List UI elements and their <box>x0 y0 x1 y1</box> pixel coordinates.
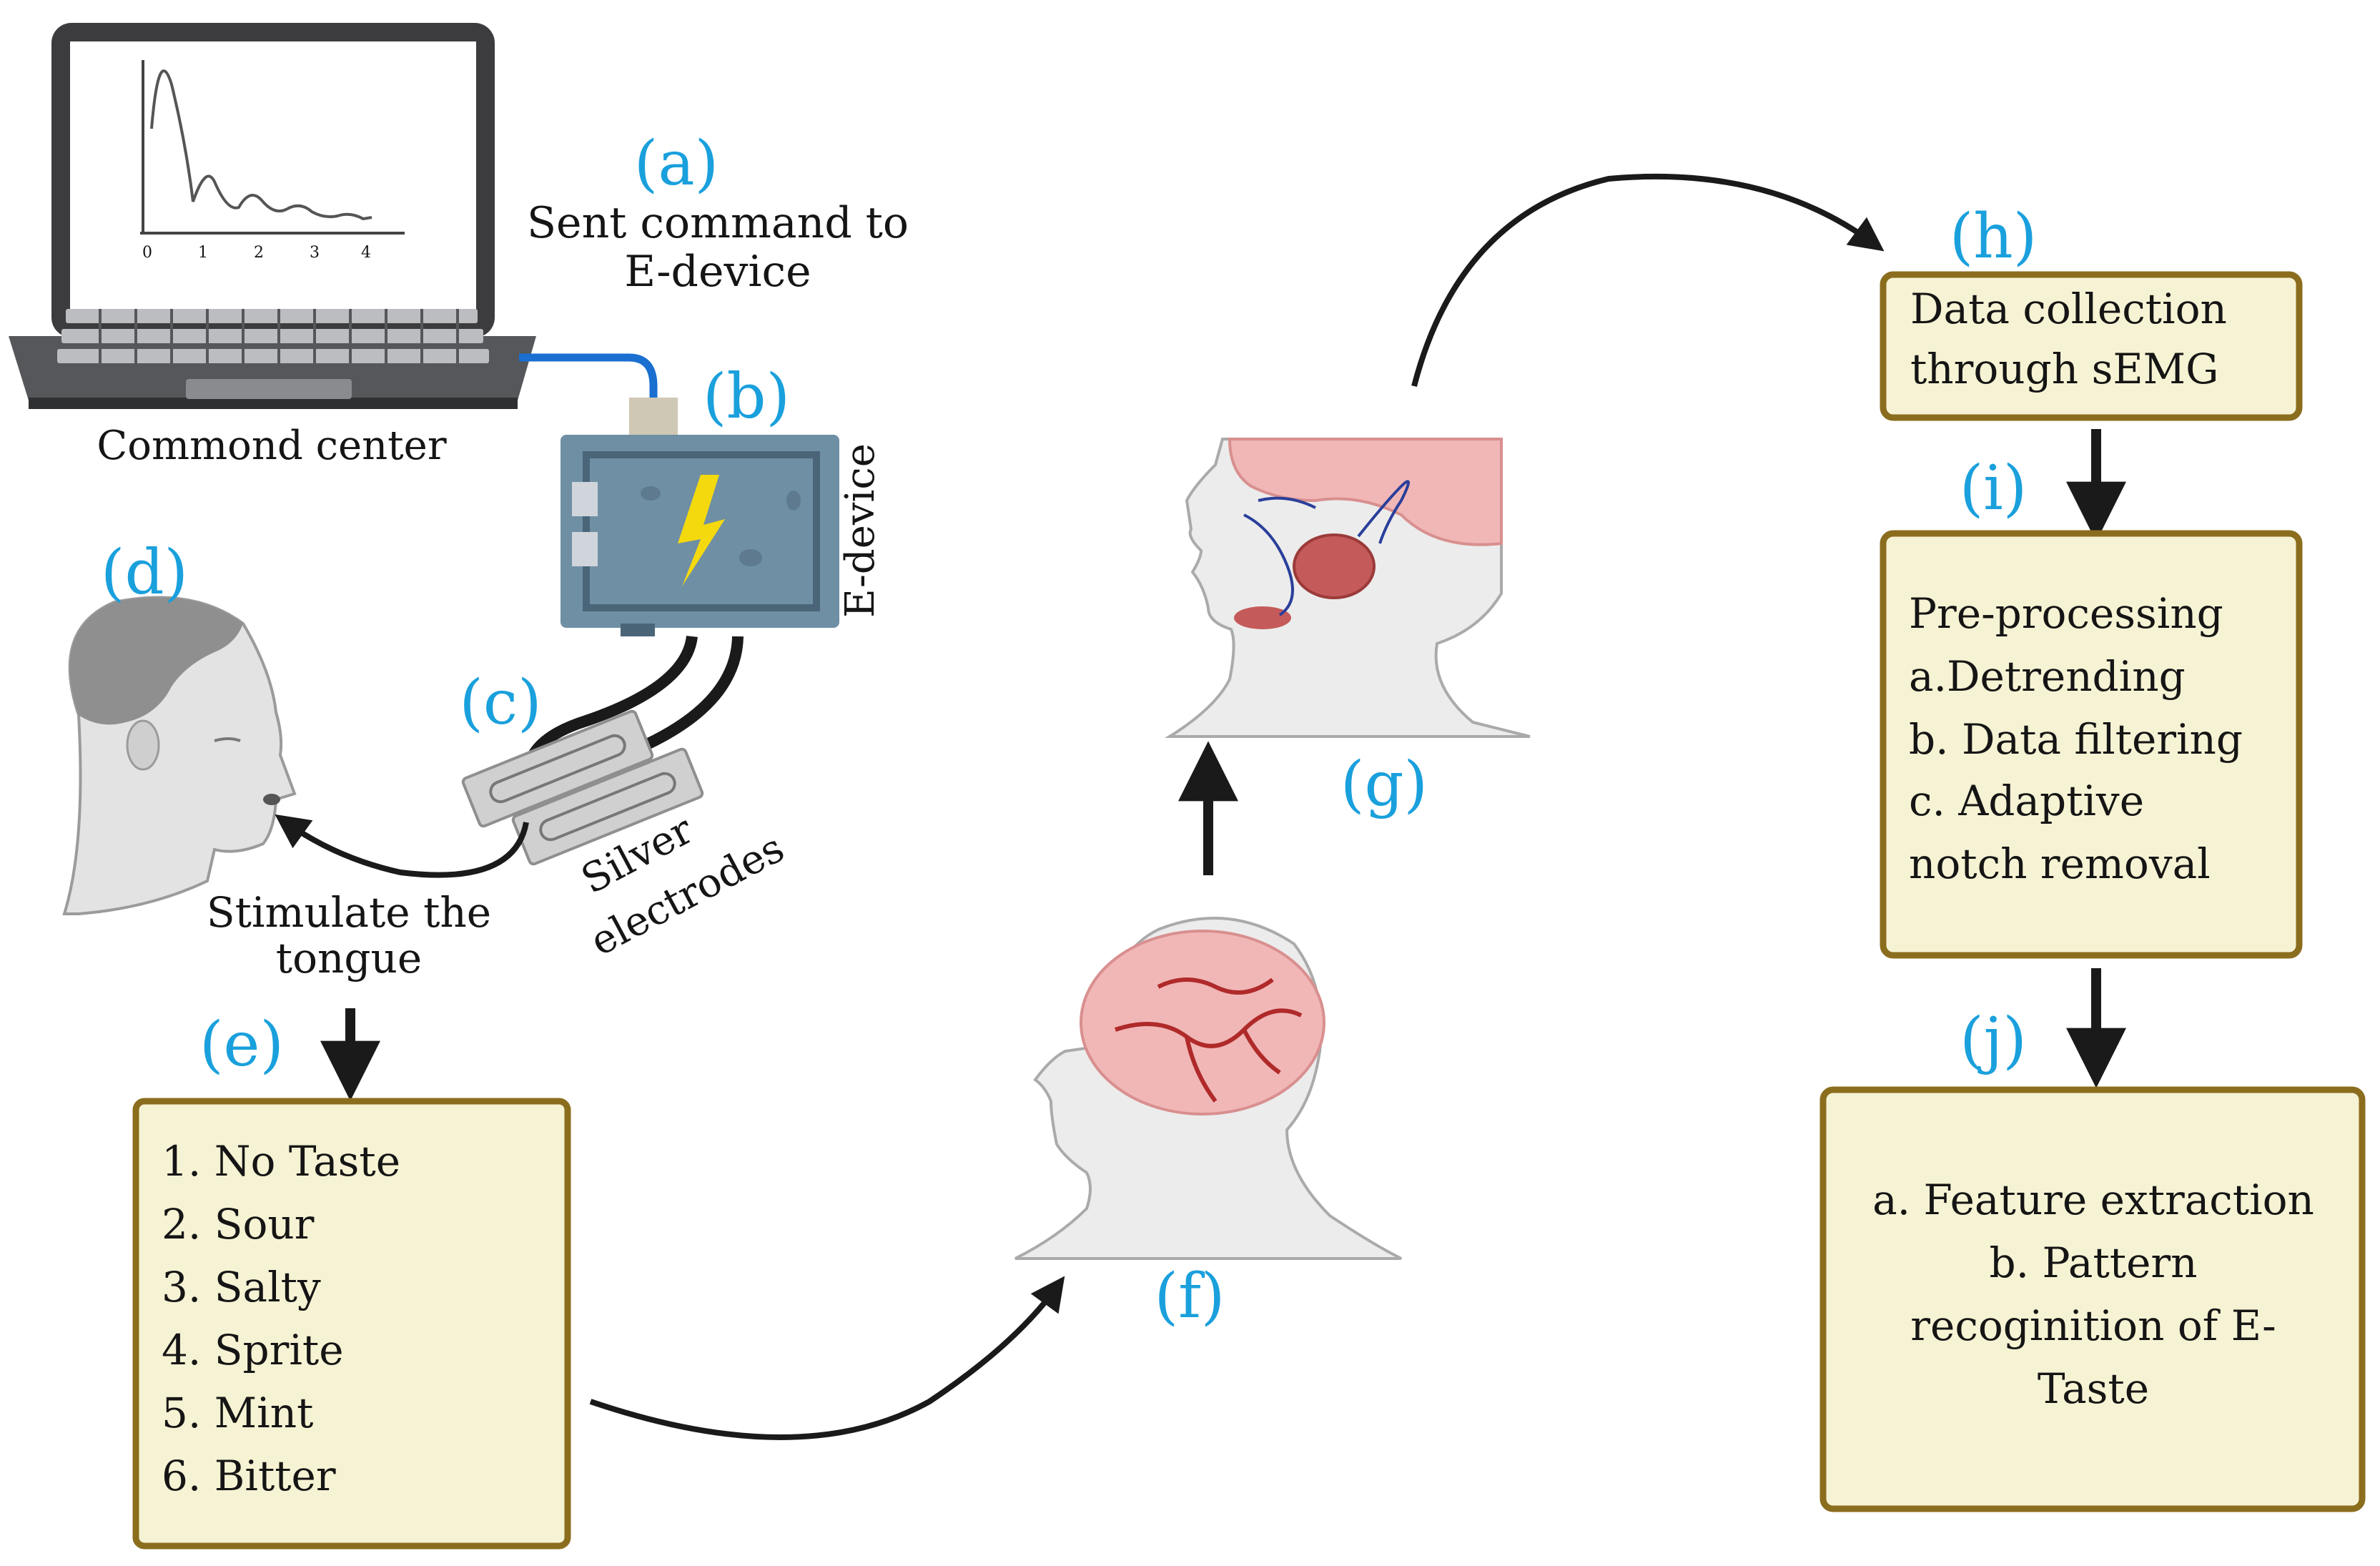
label-h: (h) <box>1950 201 2038 272</box>
e-device-label: E-device <box>837 443 884 618</box>
extraction-line-2: b. Pattern <box>1989 1238 2197 1287</box>
usb-cable <box>519 353 658 400</box>
preprocessing-line-5: notch removal <box>1909 839 2211 888</box>
label-f: (f) <box>1155 1261 1225 1332</box>
preprocessing-line-3: b. Data filtering <box>1909 715 2243 764</box>
taste-item-4: 4. Sprite <box>162 1326 344 1374</box>
preprocessing-line-1: Pre-processing <box>1909 589 2223 638</box>
label-b: (b) <box>703 361 790 433</box>
extraction-line-1: a. Feature extraction <box>1872 1176 2314 1224</box>
taste-item-2: 2. Sour <box>162 1200 315 1249</box>
extraction-line-4: Taste <box>2038 1364 2149 1413</box>
plot-tick-0: 0 <box>142 244 152 262</box>
command-line-1: Sent command to <box>527 198 909 248</box>
taste-item-5: 5. Mint <box>162 1389 313 1437</box>
tastes-box <box>132 1098 571 1550</box>
label-g: (g) <box>1340 749 1428 820</box>
preprocessing-box <box>1880 530 2303 959</box>
plot-tick-1: 1 <box>198 244 208 262</box>
preprocessing-line-2: a.Detrending <box>1909 652 2186 701</box>
stimulate-arrow <box>275 814 529 878</box>
plot-tick-4: 4 <box>361 244 371 262</box>
lightning-bolt-icon <box>678 475 725 586</box>
laptop-caption: Commond center <box>97 423 446 469</box>
brain-head-icon <box>1014 917 1402 1260</box>
feature-extraction-box <box>1819 1086 2366 1512</box>
taste-item-3: 3. Salty <box>162 1263 321 1311</box>
human-head-icon <box>62 596 297 915</box>
label-j: (j) <box>1960 1005 2027 1076</box>
preprocessing-line-4: c. Adaptive <box>1909 777 2144 825</box>
face-anatomy-icon <box>1165 438 1531 738</box>
taste-item-1: 1. No Taste <box>162 1137 400 1186</box>
arrow-tastes-to-brain <box>589 1276 1065 1440</box>
laptop-icon: 0 1 2 3 4 <box>9 23 536 409</box>
e-device-icon <box>561 398 839 636</box>
label-a: (a) <box>634 128 719 200</box>
plot-tick-3: 3 <box>310 244 320 262</box>
plot-tick-2: 2 <box>254 244 264 262</box>
label-i: (i) <box>1960 453 2028 524</box>
stimulate-line-1: Stimulate the <box>207 888 491 937</box>
data-collection-box <box>1880 271 2303 421</box>
label-c: (c) <box>459 667 541 739</box>
taste-item-6: 6. Bitter <box>162 1452 336 1500</box>
label-e: (e) <box>199 1009 284 1080</box>
collection-line-2: through sEMG <box>1910 345 2218 393</box>
collection-line-1: Data collection <box>1910 285 2227 333</box>
silver-electrodes-icon <box>461 709 704 866</box>
electrode-wire-1 <box>523 635 698 767</box>
extraction-line-3: recoginition of E- <box>1910 1301 2276 1350</box>
stimulate-line-2: tongue <box>276 934 422 983</box>
command-line-2: E-device <box>624 247 811 297</box>
arrow-face-to-collection <box>1411 173 1885 388</box>
label-d: (d) <box>101 537 188 609</box>
screen-plot <box>140 60 405 235</box>
